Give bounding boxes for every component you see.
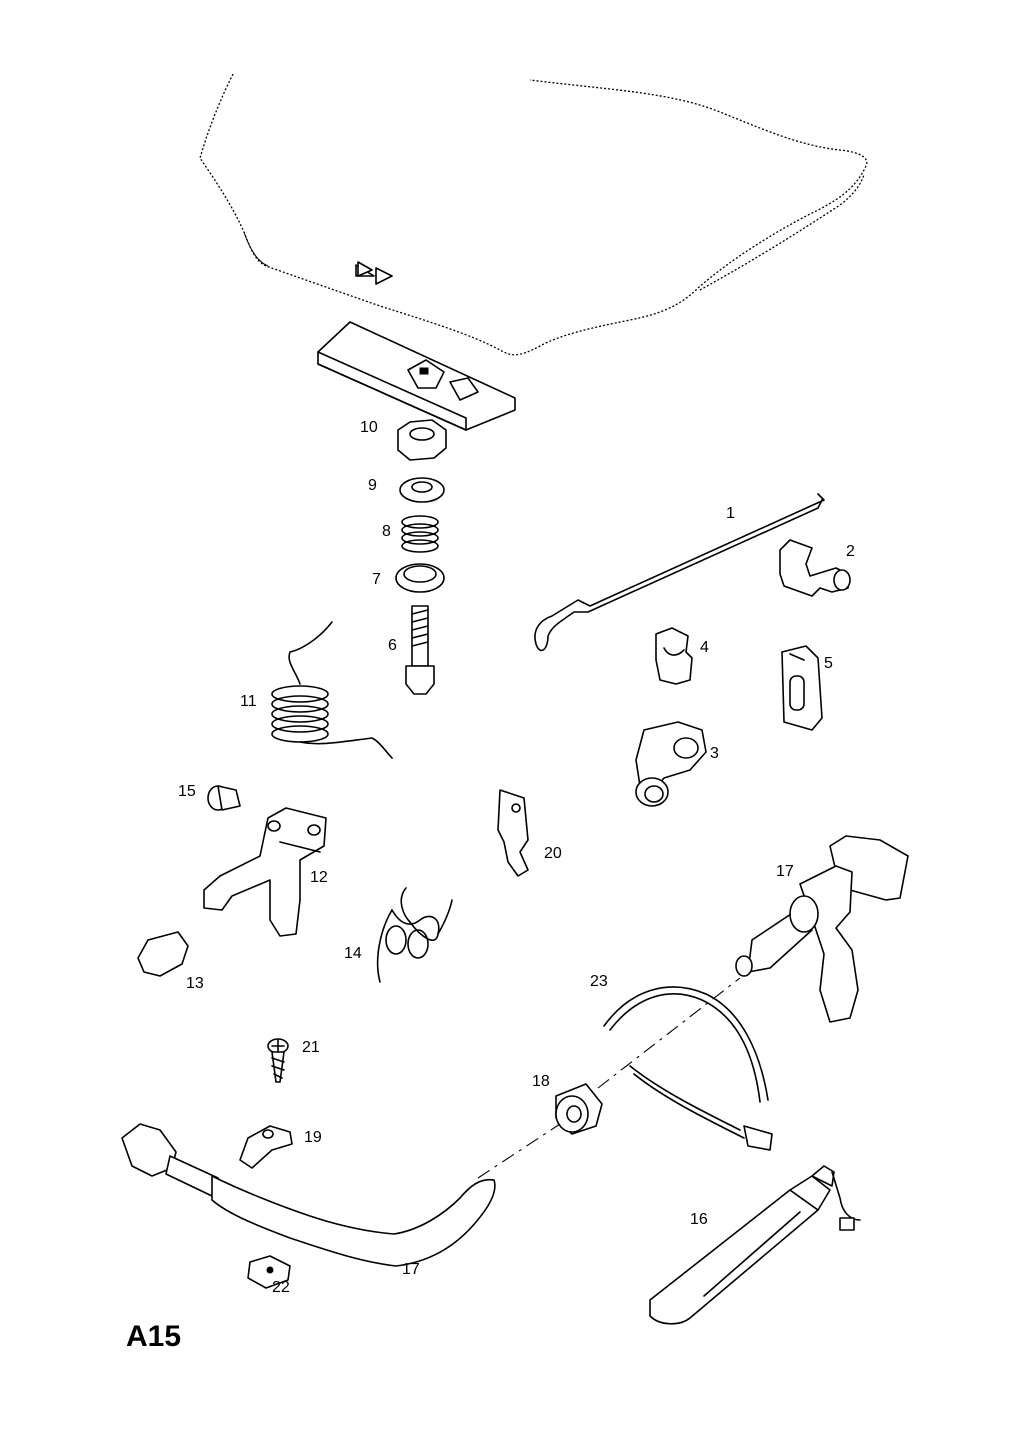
nut-10 [397, 419, 447, 461]
lever-3 [635, 721, 707, 807]
callout-7: 7 [372, 571, 381, 588]
diagram-code: A15 [126, 1320, 182, 1353]
callout-8: 8 [382, 523, 391, 540]
callout-23: 23 [590, 973, 608, 990]
clip-nut-22 [247, 1255, 291, 1289]
callout-12: 12 [310, 869, 328, 886]
lock-bracket-plate [317, 261, 516, 431]
callout-20: 20 [544, 845, 562, 862]
cap-13 [137, 931, 189, 977]
catch-12 [203, 807, 327, 937]
grommet-18 [555, 1083, 603, 1135]
callout-1: 1 [726, 505, 735, 522]
callout-labels: 1 2 3 4 5 6 7 8 9 10 11 12 13 14 15 16 1… [178, 419, 855, 1296]
callout-17-lever: 17 [776, 863, 794, 880]
callout-15: 15 [178, 783, 196, 800]
callout-4: 4 [700, 639, 709, 656]
callout-6: 6 [388, 637, 397, 654]
callout-9: 9 [368, 477, 377, 494]
callout-19: 19 [304, 1129, 322, 1146]
callout-10: 10 [360, 419, 378, 436]
callout-13: 13 [186, 975, 204, 992]
clip-2 [779, 539, 851, 597]
assembly-axis-line [477, 1123, 561, 1179]
screw-21 [267, 1038, 289, 1083]
bolt-6 [405, 605, 435, 695]
clip-4 [655, 627, 693, 685]
ring-7 [395, 563, 445, 593]
release-lever-17 [735, 835, 909, 1023]
screw-15 [207, 785, 241, 811]
callout-14: 14 [344, 945, 362, 962]
callout-2: 2 [846, 543, 855, 560]
washer-9 [399, 477, 445, 503]
plate-5 [781, 645, 823, 731]
callout-16: 16 [690, 1211, 708, 1228]
clip-19 [239, 1125, 293, 1169]
spring-14 [376, 887, 453, 983]
callout-11: 11 [240, 693, 257, 710]
release-cable-17 [121, 1123, 496, 1267]
callout-18: 18 [532, 1073, 550, 1090]
grease-tube-16 [649, 1165, 861, 1325]
cable-tie-23 [603, 986, 773, 1151]
rod-1 [534, 493, 825, 652]
callout-21: 21 [302, 1039, 320, 1056]
callout-22: 22 [272, 1279, 290, 1296]
spring-11 [271, 621, 393, 759]
callout-5: 5 [824, 655, 833, 672]
callout-17-cable: 17 [402, 1261, 420, 1278]
bonnet-panel [199, 73, 868, 356]
spring-8 [401, 515, 439, 553]
assembly-axis-line-2 [597, 977, 741, 1089]
clip-20 [497, 789, 529, 877]
callout-3: 3 [710, 745, 719, 762]
